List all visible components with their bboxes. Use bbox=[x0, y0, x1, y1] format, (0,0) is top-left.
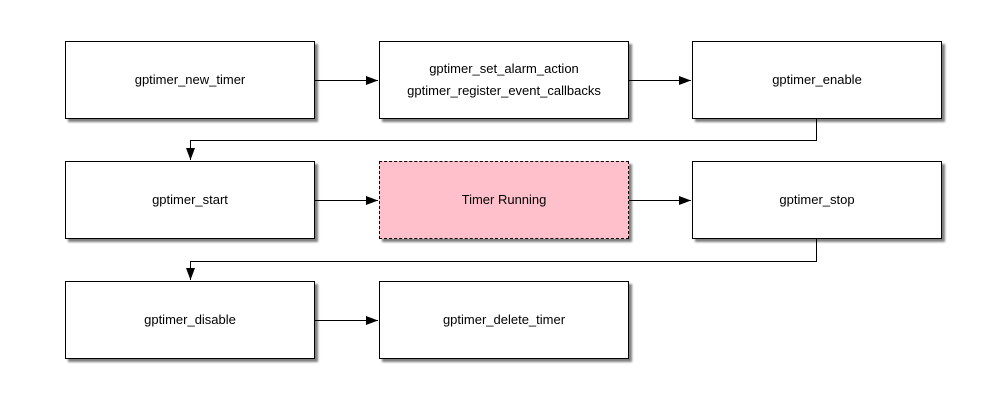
node-gptimer-enable: gptimer_enable bbox=[692, 41, 942, 119]
node-label: gptimer_disable bbox=[144, 312, 236, 327]
node-gptimer-stop: gptimer_stop bbox=[692, 161, 942, 239]
node-gptimer-set-alarm-action: gptimer_set_alarm_action gptimer_registe… bbox=[379, 41, 629, 119]
node-label: gptimer_enable bbox=[772, 72, 862, 87]
node-label-line2: gptimer_register_event_callbacks bbox=[407, 83, 601, 98]
node-label-line1: gptimer_set_alarm_action bbox=[429, 61, 579, 76]
node-label: gptimer_start bbox=[152, 192, 228, 207]
node-timer-running: Timer Running bbox=[379, 161, 629, 239]
node-gptimer-disable: gptimer_disable bbox=[65, 281, 315, 359]
node-label: gptimer_new_timer bbox=[134, 72, 246, 87]
node-gptimer-delete-timer: gptimer_delete_timer bbox=[379, 281, 629, 359]
connector-stop-to-disable bbox=[186, 239, 817, 280]
node-gptimer-new-timer: gptimer_new_timer bbox=[65, 41, 315, 119]
connector-enable-to-start bbox=[186, 119, 817, 160]
node-label: Timer Running bbox=[461, 192, 547, 207]
node-label: gptimer_delete_timer bbox=[442, 312, 566, 327]
node-gptimer-start: gptimer_start bbox=[65, 161, 315, 239]
node-label: gptimer_stop bbox=[779, 192, 855, 207]
